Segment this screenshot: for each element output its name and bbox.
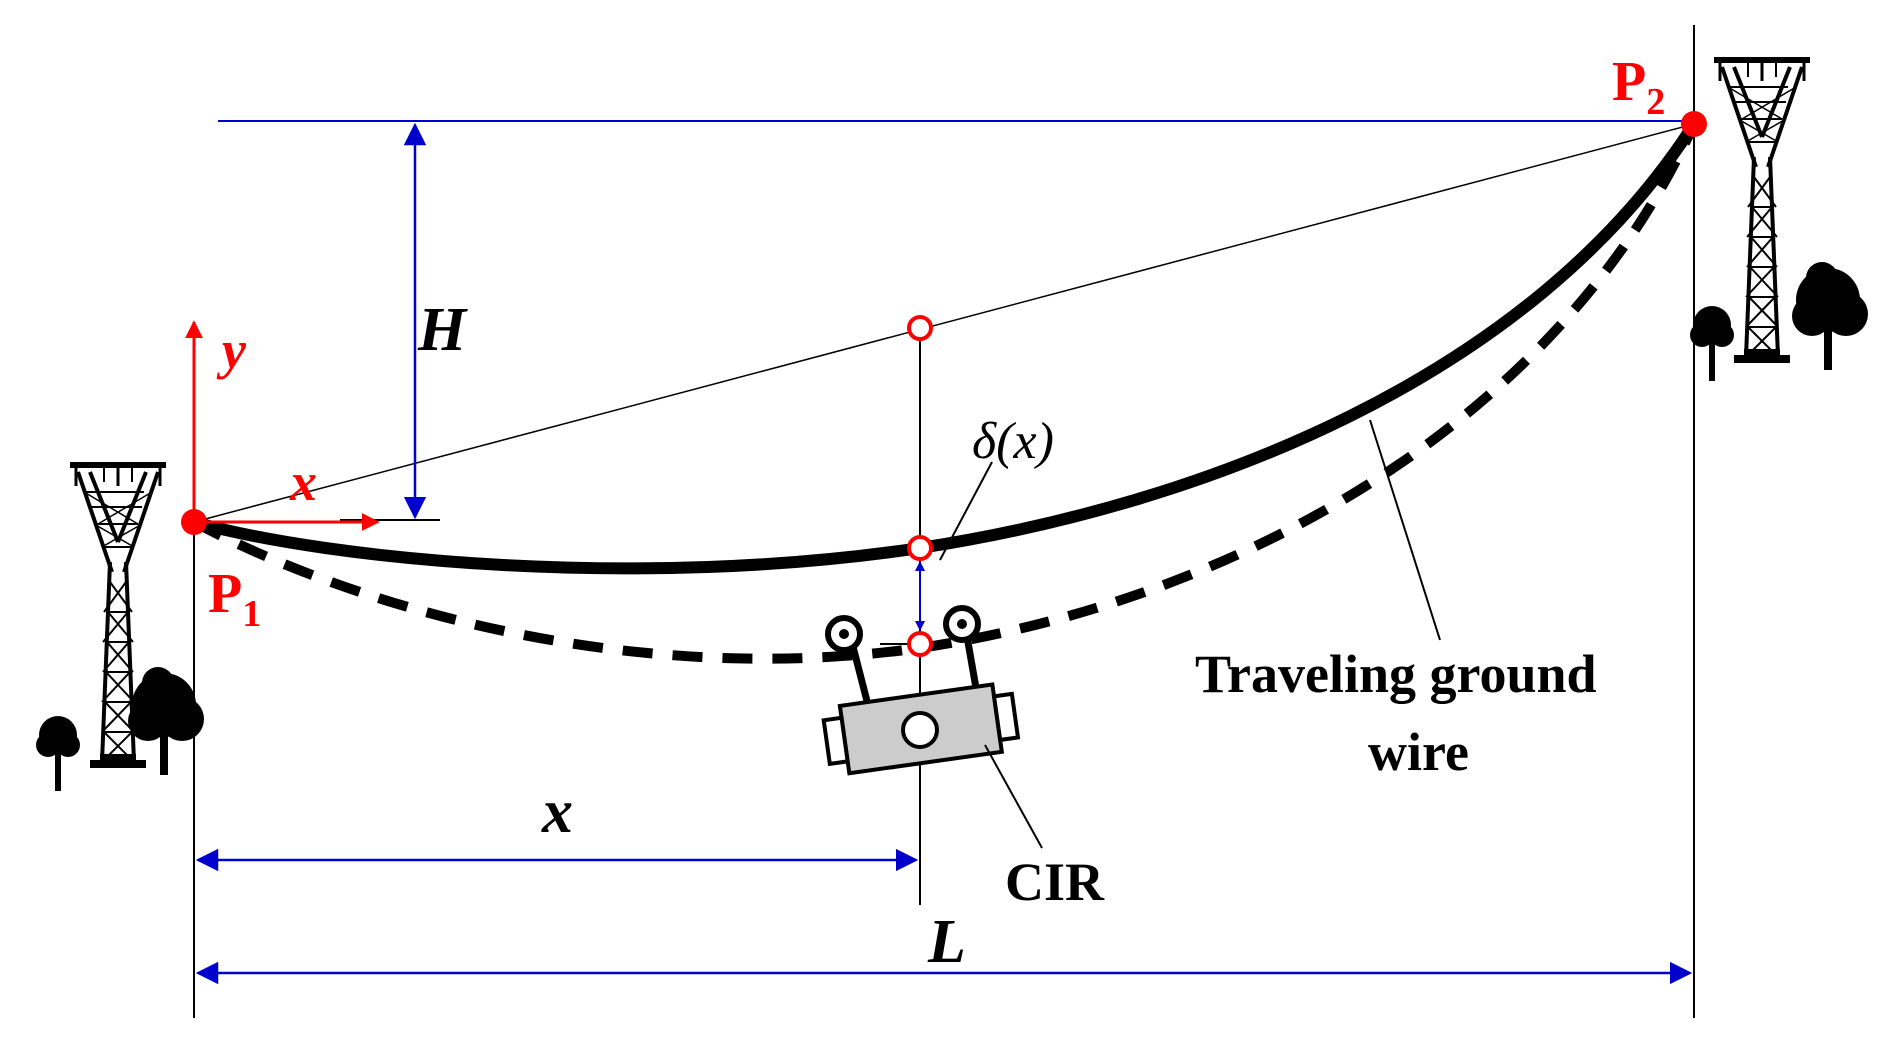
static-cable-curve xyxy=(188,118,1700,575)
height-label: H xyxy=(417,296,468,364)
cable-inspection-robot-icon xyxy=(821,605,1021,776)
static-cable-point-marker xyxy=(907,535,933,561)
chord-line xyxy=(193,123,1695,523)
distance-x-label: x xyxy=(541,778,573,846)
left-big-tree-icon xyxy=(128,667,204,775)
robot-label: CIR xyxy=(1005,852,1105,912)
left-small-tree-icon xyxy=(36,716,80,791)
delta-leader-line xyxy=(939,461,993,561)
x-axis-label: x xyxy=(289,452,317,512)
chord-midpoint-marker xyxy=(907,315,933,341)
span-label: L xyxy=(927,908,966,976)
p2-point xyxy=(1681,111,1707,137)
right-small-tree-icon xyxy=(1690,306,1734,381)
delta-label: δ(x) xyxy=(972,413,1054,470)
y-axis-label: y xyxy=(216,320,247,380)
deflected-cable-curve xyxy=(191,121,1699,664)
robot-leader-line xyxy=(984,744,1043,849)
p1-point xyxy=(181,509,207,535)
p1-label: P1 xyxy=(208,563,261,635)
right-big-tree-icon xyxy=(1792,262,1868,370)
robot-cable-point-marker xyxy=(907,631,933,657)
ground-wire-label-line1: Traveling ground xyxy=(1195,644,1597,704)
p2-label: P2 xyxy=(1612,51,1665,123)
ground-wire-leader-line xyxy=(1369,419,1441,641)
ground-wire-label-line2: wire xyxy=(1368,722,1469,782)
